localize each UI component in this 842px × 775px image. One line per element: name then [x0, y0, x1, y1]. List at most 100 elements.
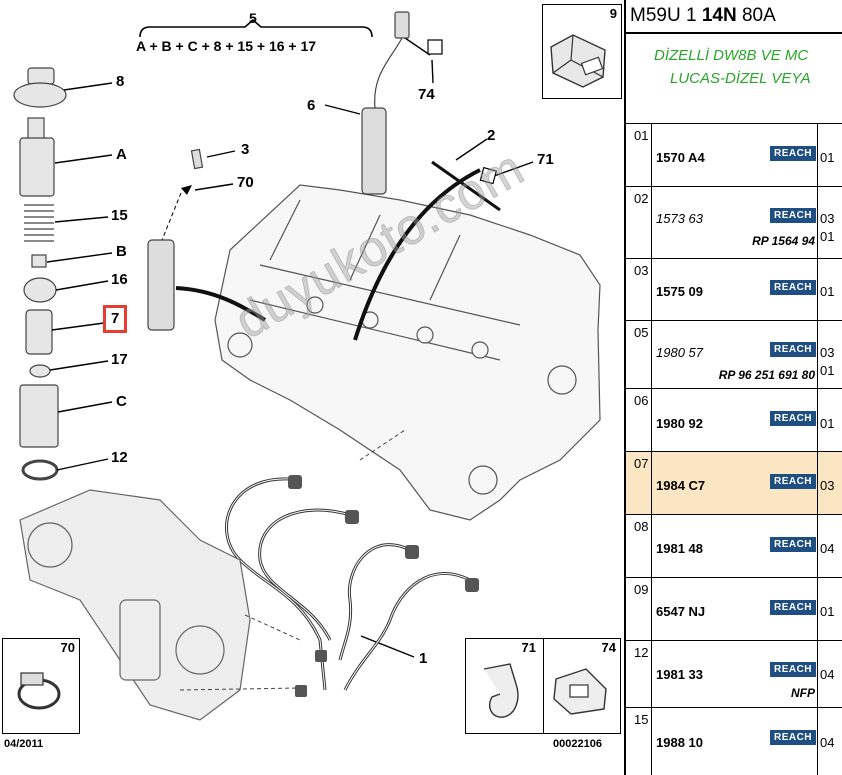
part-row-selected[interactable]: 07 1984 C7 REACH 03 [626, 452, 842, 515]
part-row[interactable]: 01 1570 A4 REACH 01 [626, 124, 842, 187]
part-ref[interactable]: 1980 57 [656, 345, 703, 360]
model-header: M59U 1 14N 80A [626, 0, 842, 34]
part-ref[interactable]: 1573 63 [656, 211, 703, 226]
callout-70[interactable]: 70 [237, 174, 254, 191]
part-ref[interactable]: 1980 92 [656, 416, 703, 431]
callout-8[interactable]: 8 [116, 73, 125, 90]
callout-A[interactable]: A [116, 146, 127, 163]
parts-diagram: 5 A + B + C + 8 + 15 + 16 + 17 8 A 15 B … [2, 4, 622, 750]
qty-secondary: 01 [820, 363, 835, 378]
engine-description: DİZELLİ DW8B VE MC LUCAS-DİZEL VEYA [626, 34, 842, 124]
part-number: 01 [626, 124, 652, 186]
part-row[interactable]: 02 1573 63 REACH RP 1564 94 03 01 [626, 187, 842, 259]
part-row[interactable]: 03 1575 09 REACH 01 [626, 259, 842, 321]
formula-number: 5 [249, 10, 257, 26]
callout-2[interactable]: 2 [487, 127, 496, 144]
replacement-ref: RP 1564 94 [752, 234, 815, 248]
formula-text: A + B + C + 8 + 15 + 16 + 17 [136, 38, 317, 54]
part-number: 12 [626, 641, 652, 707]
part-row[interactable]: 15 1988 10 REACH 04 [626, 708, 842, 775]
part-row[interactable]: 06 1980 92 REACH 01 [626, 389, 842, 452]
inset-number-74: 74 [601, 640, 616, 655]
part-ref[interactable]: 1984 C7 [656, 478, 706, 493]
description-line-2: LUCAS-DİZEL VEYA [670, 70, 811, 87]
inset-clamp: 70 [2, 638, 80, 734]
qty-column: 03 01 [817, 187, 842, 258]
model-prefix: M59U 1 [630, 5, 702, 26]
qty-column: 03 01 [817, 321, 842, 388]
callout-B[interactable]: B [116, 243, 127, 260]
inset-clips: 71 74 [465, 638, 621, 734]
qty: 04 [820, 541, 835, 556]
qty: 01 [820, 604, 835, 619]
part-ref[interactable]: 1981 48 [656, 541, 703, 556]
callout-74[interactable]: 74 [418, 86, 435, 103]
callout-C[interactable]: C [116, 393, 127, 410]
part-number: 02 [626, 187, 652, 258]
callout-71[interactable]: 71 [537, 151, 554, 168]
reach-badge: REACH [770, 146, 816, 161]
part-number: 08 [626, 515, 652, 577]
replacement-ref: RP 96 251 691 80 [718, 368, 815, 382]
qty-column: 04 [817, 515, 842, 577]
inset-number-71: 71 [521, 640, 536, 655]
part-row[interactable]: 12 1981 33 REACH NFP 04 [626, 641, 842, 708]
part-number: 15 [626, 708, 652, 775]
qty: 03 [820, 478, 835, 493]
callout-1[interactable]: 1 [419, 650, 428, 667]
qty-secondary: 01 [820, 229, 835, 244]
nfp-note: NFP [791, 686, 815, 700]
clip-icons [483, 663, 607, 718]
part-ref[interactable]: 1570 A4 [656, 150, 705, 165]
reach-badge: REACH [770, 411, 816, 426]
reach-badge: REACH [770, 474, 816, 489]
qty-column: 01 [817, 389, 842, 451]
part-number: 09 [626, 578, 652, 640]
callout-17[interactable]: 17 [111, 351, 128, 368]
qty-column: 01 [817, 578, 842, 640]
part-row[interactable]: 08 1981 48 REACH 04 [626, 515, 842, 578]
diagram-drawing [13, 11, 601, 721]
inset-number-9: 9 [609, 6, 617, 21]
reach-badge: REACH [770, 662, 816, 677]
part-number: 05 [626, 321, 652, 388]
part-number: 07 [626, 452, 652, 514]
part-row[interactable]: 05 1980 57 REACH RP 96 251 691 80 03 01 [626, 321, 842, 389]
part-number: 03 [626, 259, 652, 320]
callout-15[interactable]: 15 [111, 207, 128, 224]
callout-7-selected[interactable]: 7 [103, 305, 128, 333]
part-ref[interactable]: 1988 10 [656, 735, 703, 750]
part-row[interactable]: 09 6547 NJ REACH 01 [626, 578, 842, 641]
qty: 04 [820, 667, 835, 682]
part-ref[interactable]: 1575 09 [656, 284, 703, 299]
part-ref[interactable]: 1981 33 [656, 667, 703, 682]
callout-12[interactable]: 12 [111, 449, 128, 466]
qty: 01 [820, 416, 835, 431]
model-code: 14N [701, 5, 737, 26]
connector-icon [550, 34, 606, 88]
parts-panel: M59U 1 14N 80A DİZELLİ DW8B VE MC LUCAS-… [624, 0, 842, 775]
reach-badge: REACH [770, 537, 816, 552]
callout-3[interactable]: 3 [241, 141, 250, 158]
hose-clamp-icon [17, 672, 61, 710]
reach-badge: REACH [770, 730, 816, 745]
qty: 03 [820, 211, 835, 226]
reach-badge: REACH [770, 208, 816, 223]
qty-column: 01 [817, 124, 842, 186]
reach-badge: REACH [770, 342, 816, 357]
footer-code: 00022106 [553, 738, 602, 750]
model-suffix: 80A [736, 5, 776, 26]
callout-6[interactable]: 6 [307, 97, 316, 114]
qty: 01 [820, 284, 835, 299]
qty-column: 04 [817, 708, 842, 775]
inset-connector: 9 [542, 4, 622, 99]
qty-column: 03 [817, 452, 842, 514]
part-number: 06 [626, 389, 652, 451]
footer-date: 04/2011 [4, 738, 44, 750]
reach-badge: REACH [770, 600, 816, 615]
qty: 04 [820, 735, 835, 750]
callout-16[interactable]: 16 [111, 271, 128, 288]
description-line-1: DİZELLİ DW8B VE MC [654, 47, 809, 64]
part-ref[interactable]: 6547 NJ [656, 604, 706, 619]
inset-divider [543, 639, 544, 733]
